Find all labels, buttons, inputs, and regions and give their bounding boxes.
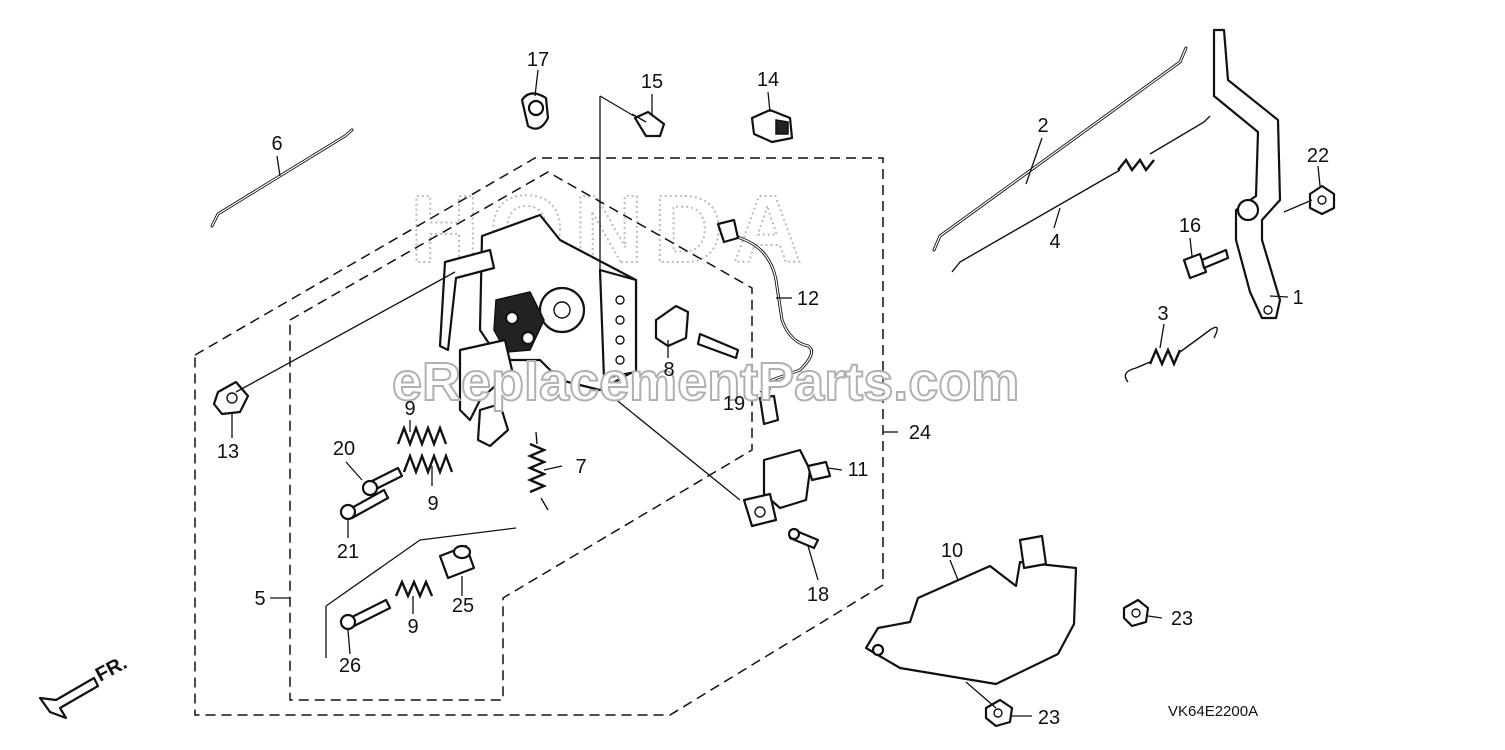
clip-part-17 (520, 92, 550, 130)
site-watermark: eReplacementParts.com (392, 352, 1019, 412)
nut-part-22 (1308, 184, 1336, 216)
rod-part-4 (951, 115, 1211, 273)
front-direction-label: FR. (92, 652, 131, 687)
callout-3: 3 (1157, 303, 1168, 325)
leader-lines (231, 69, 1321, 717)
callout-13: 13 (217, 441, 239, 463)
nut-part-23-upper (1122, 598, 1150, 628)
lever-part-1 (1212, 28, 1282, 320)
callout-12: 12 (797, 288, 819, 310)
callout-1: 1 (1292, 287, 1303, 309)
clamp-part-14 (750, 108, 794, 144)
spring-part-9-lower (394, 578, 434, 600)
diagram-code: VK64E2200A (1168, 703, 1258, 720)
callout-26: 26 (339, 655, 361, 677)
spring-part-9-middle (402, 452, 454, 476)
bolt-part-15 (631, 110, 666, 138)
callout-9c: 9 (407, 616, 418, 638)
callout-18: 18 (807, 584, 829, 606)
spring-part-9-upper (396, 424, 448, 448)
screw-part-21 (339, 488, 390, 521)
callout-9a: 9 (404, 398, 415, 420)
callout-6: 6 (271, 133, 282, 155)
subassembly-outline-5 (289, 171, 753, 701)
control-base-plate (438, 213, 638, 448)
bolt-part-16 (1182, 248, 1230, 280)
callout-21: 21 (337, 541, 359, 563)
bracket-part-8 (654, 304, 740, 360)
cover-part-10 (864, 534, 1078, 686)
callout-4: 4 (1049, 231, 1060, 253)
nut-part-23-lower (984, 698, 1014, 728)
callout-8: 8 (663, 359, 674, 381)
callout-22: 22 (1307, 145, 1329, 167)
callout-2: 2 (1037, 115, 1048, 137)
callout-20: 20 (333, 438, 355, 460)
callout-15: 15 (641, 71, 663, 93)
callout-5: 5 (254, 588, 265, 610)
callout-19: 19 (723, 393, 745, 415)
rod-part-6 (210, 128, 354, 228)
callout-7: 7 (575, 456, 586, 478)
callout-16: 16 (1179, 215, 1201, 237)
callout-23b: 23 (1038, 707, 1060, 729)
callout-labels: 1 2 3 4 5 6 7 8 9 9 9 10 11 12 13 14 15 … (217, 49, 1329, 729)
spring-part-3 (1124, 326, 1218, 383)
switch-part-11 (742, 448, 832, 528)
front-direction-arrow: FR. (38, 652, 131, 720)
callout-25: 25 (452, 595, 474, 617)
assembly-outline-24 (194, 157, 884, 716)
spring-part-7 (526, 431, 549, 511)
callout-10: 10 (941, 540, 963, 562)
callout-24: 24 (909, 422, 931, 444)
callout-23a: 23 (1171, 608, 1193, 630)
callout-9b: 9 (427, 493, 438, 515)
callout-17: 17 (527, 49, 549, 71)
rod-part-2 (932, 46, 1188, 252)
callout-11: 11 (848, 459, 869, 481)
cable-part-12 (716, 218, 814, 426)
clip-part-13 (212, 380, 250, 416)
screw-part-18 (787, 527, 820, 550)
callout-14: 14 (757, 69, 779, 91)
collar-part-25 (438, 544, 476, 580)
screw-part-20 (361, 466, 404, 497)
screw-part-26 (339, 598, 392, 631)
